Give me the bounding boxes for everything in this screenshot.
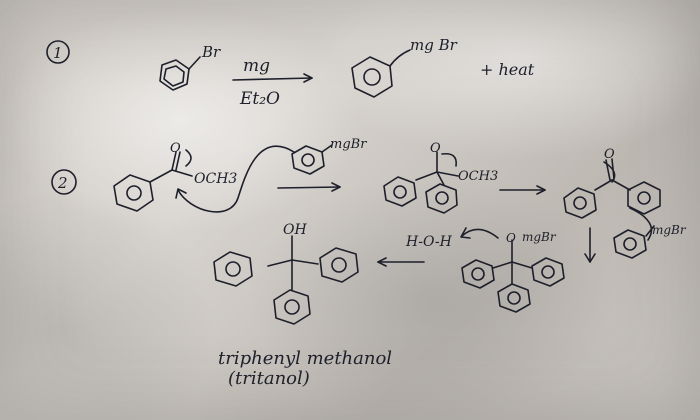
grignard-2-label: mgBr (330, 137, 367, 152)
reagent-label: mg (243, 56, 270, 76)
step1-arrow (232, 73, 313, 83)
intermediate-oxyanion: O (430, 141, 441, 156)
ester-methoxy: OCH3 (194, 171, 237, 187)
phenylmagnesium-bromide-ring (351, 49, 411, 98)
product-name: triphenyl methanol (218, 348, 392, 369)
step2-arrow-down (584, 227, 596, 263)
alkoxide-intermediate (461, 239, 565, 313)
step2-arrow-3 (377, 257, 425, 267)
grignard-reagent-3 (613, 225, 655, 259)
alkoxide-oxygen: O (506, 231, 516, 245)
attack-arrow-head (175, 188, 187, 199)
step2-arrow-2 (499, 185, 546, 195)
ester-carbonyl-o: O (170, 141, 181, 156)
proton-transfer-arrow-head (460, 227, 471, 239)
proton-transfer-arrow (461, 228, 499, 239)
step1-number: 1 (46, 40, 70, 64)
heat-note: + heat (480, 60, 535, 79)
methyl-benzoate (113, 149, 193, 212)
grignard-label: mg Br (410, 36, 458, 54)
alkoxide-counterion: mgBr (522, 230, 557, 244)
ketone-attack-arrow (629, 207, 653, 241)
step2-arrow-1 (277, 182, 341, 192)
grignard-reagent-2 (291, 144, 333, 175)
step2-number: 2 (51, 169, 77, 195)
intermediate-methoxy: OCH3 (458, 169, 498, 184)
bromobenzene-ring (159, 56, 201, 91)
bromo-label: Br (201, 43, 221, 61)
step2-number-text: 2 (57, 174, 68, 192)
solvent-label: Et₂O (239, 89, 280, 109)
triphenylmethanol (213, 235, 359, 325)
product-alt-name: (tritanol) (228, 368, 310, 389)
benzophenone (563, 158, 661, 219)
step1-number-text: 1 (53, 44, 63, 62)
tetrahedral-intermediate (383, 151, 459, 214)
water-workup: H-O-H (405, 234, 453, 250)
ketone-carbonyl-o: O (604, 147, 615, 162)
attack-arrow (177, 145, 295, 213)
product-hydroxyl: OH (283, 222, 307, 238)
grignard-3-label: mgBr (652, 223, 687, 237)
